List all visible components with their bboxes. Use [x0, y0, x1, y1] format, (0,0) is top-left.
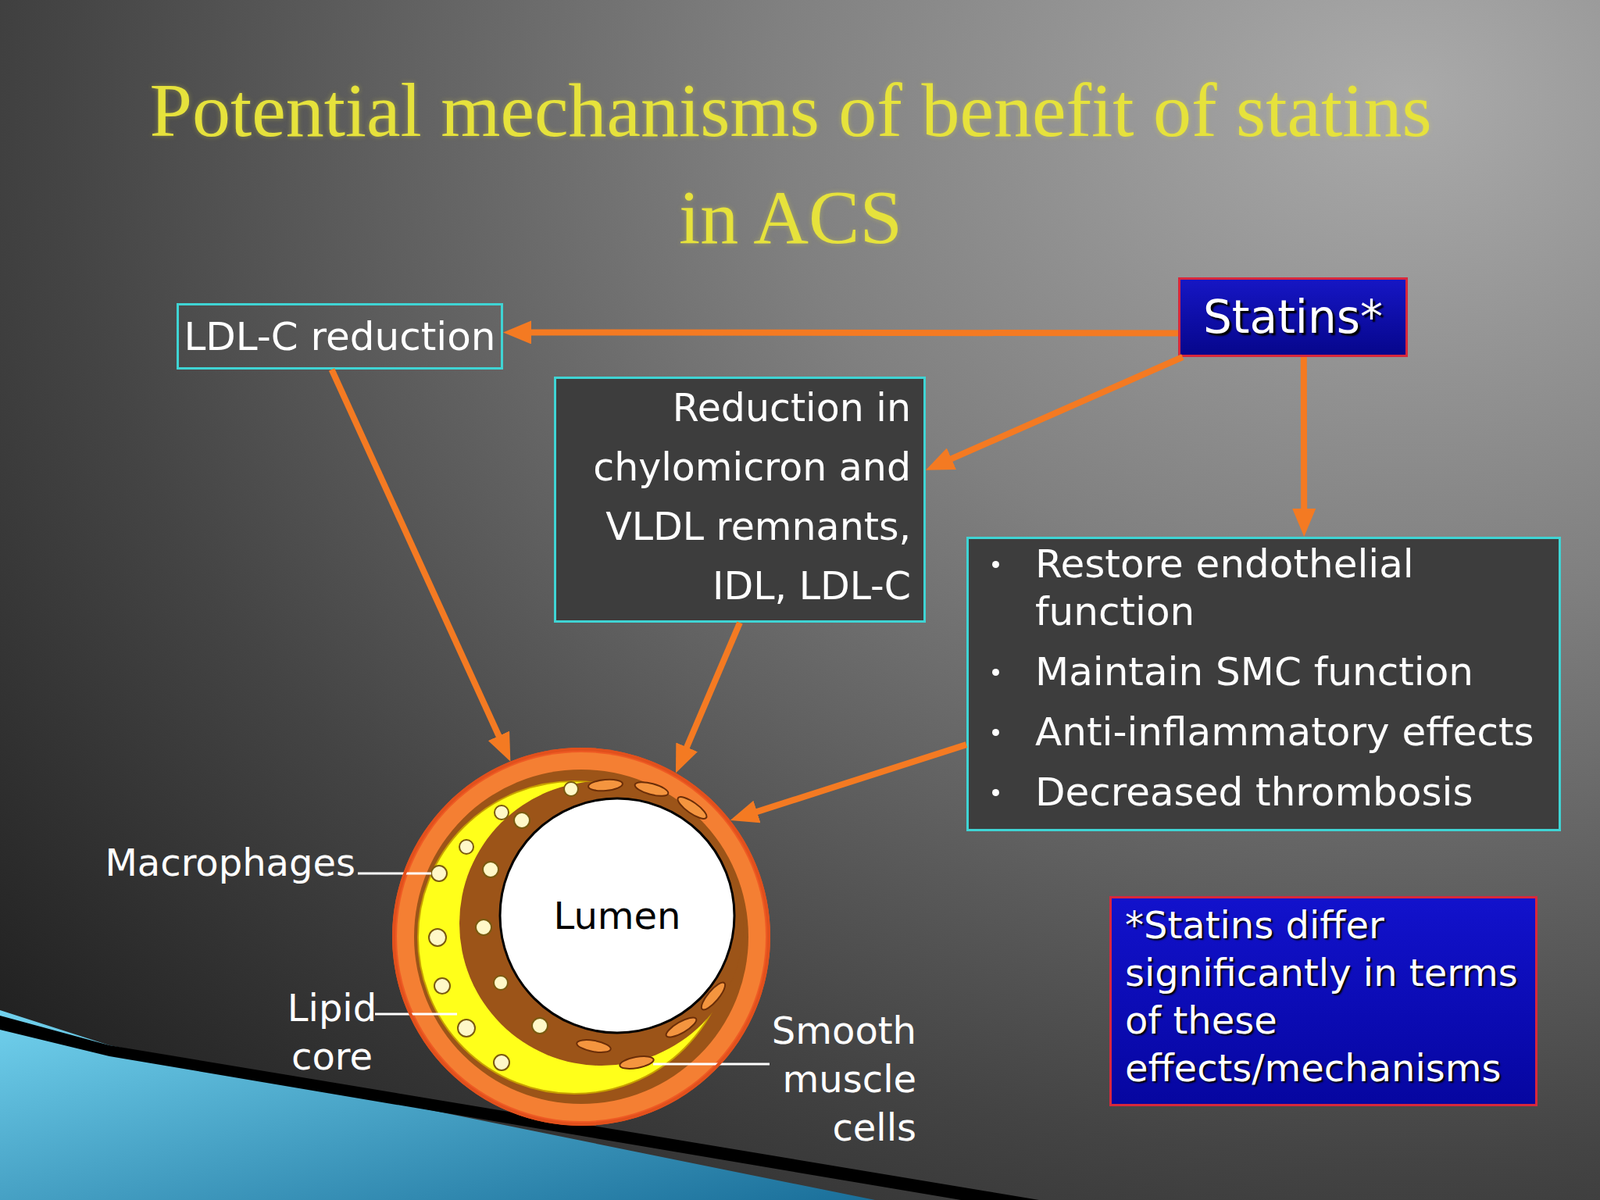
macrophage	[459, 839, 474, 854]
vessel-wall	[393, 749, 769, 1125]
node-text: LDL-C reduction	[183, 314, 496, 360]
smooth-muscle-cell	[618, 1053, 655, 1071]
effect-box: Reduction in chylomicron and VLDL remnan…	[553, 376, 926, 623]
leader-line	[357, 872, 432, 875]
artery-circle: Lumen	[392, 747, 771, 1126]
arrow-connector	[682, 622, 740, 759]
leader-line	[375, 1013, 458, 1016]
pleiotropic-box: Restore endothelial functionMaintain SMC…	[966, 536, 1561, 832]
smooth-muscle-cell	[575, 1037, 612, 1054]
media-layer	[414, 769, 749, 1104]
arrow-connector	[332, 369, 504, 747]
node-text: Anti-inflammatory effects	[968, 708, 1551, 757]
callout-label: Smooth muscle cells	[760, 1006, 917, 1152]
node-text: Decreased thrombosis	[968, 768, 1551, 817]
node-text: Statins*	[1203, 290, 1383, 344]
smooth-muscle-cell	[633, 779, 670, 800]
outcome-box: LDL-C reduction	[176, 303, 504, 370]
slide-title: Potential mechanisms of benefit of stati…	[146, 57, 1436, 272]
arrow-connector	[745, 744, 967, 816]
adventitia-ring	[392, 747, 771, 1126]
macrophage	[475, 919, 492, 936]
node-text: Reduction in chylomicron and VLDL remnan…	[568, 378, 911, 617]
macrophage	[532, 1017, 548, 1034]
arrow-connector	[518, 328, 1179, 336]
callout-label: Macrophages	[97, 838, 356, 887]
artery-illustration	[392, 747, 771, 1126]
macrophage	[493, 975, 508, 990]
macrophage	[434, 978, 450, 994]
macrophage	[431, 865, 447, 882]
lumen-circle	[500, 798, 735, 1033]
arrow-connector	[939, 357, 1183, 465]
node-text: *Statins differ significantly in terms o…	[1125, 901, 1520, 1093]
adventitia-band	[396, 752, 766, 1122]
macrophage	[494, 805, 509, 820]
macrophage	[482, 861, 499, 878]
note-box: *Statins differ significantly in terms o…	[1109, 896, 1538, 1107]
drug-box: Statins*	[1178, 277, 1408, 358]
macrophage	[428, 928, 447, 947]
region-label: Lumen	[500, 892, 735, 940]
node-text: Restore endothelial function	[968, 540, 1551, 636]
callout-label: Lipid core	[273, 983, 391, 1081]
leader-line	[653, 1063, 770, 1066]
arrow-connector	[1300, 357, 1308, 522]
macrophage	[564, 782, 579, 797]
intima-layer	[459, 781, 744, 1066]
smooth-muscle-cell	[587, 778, 623, 793]
macrophage	[457, 1019, 475, 1037]
macrophage	[493, 1054, 510, 1071]
macrophage	[514, 812, 530, 829]
node-text: Maintain SMC function	[968, 648, 1551, 697]
